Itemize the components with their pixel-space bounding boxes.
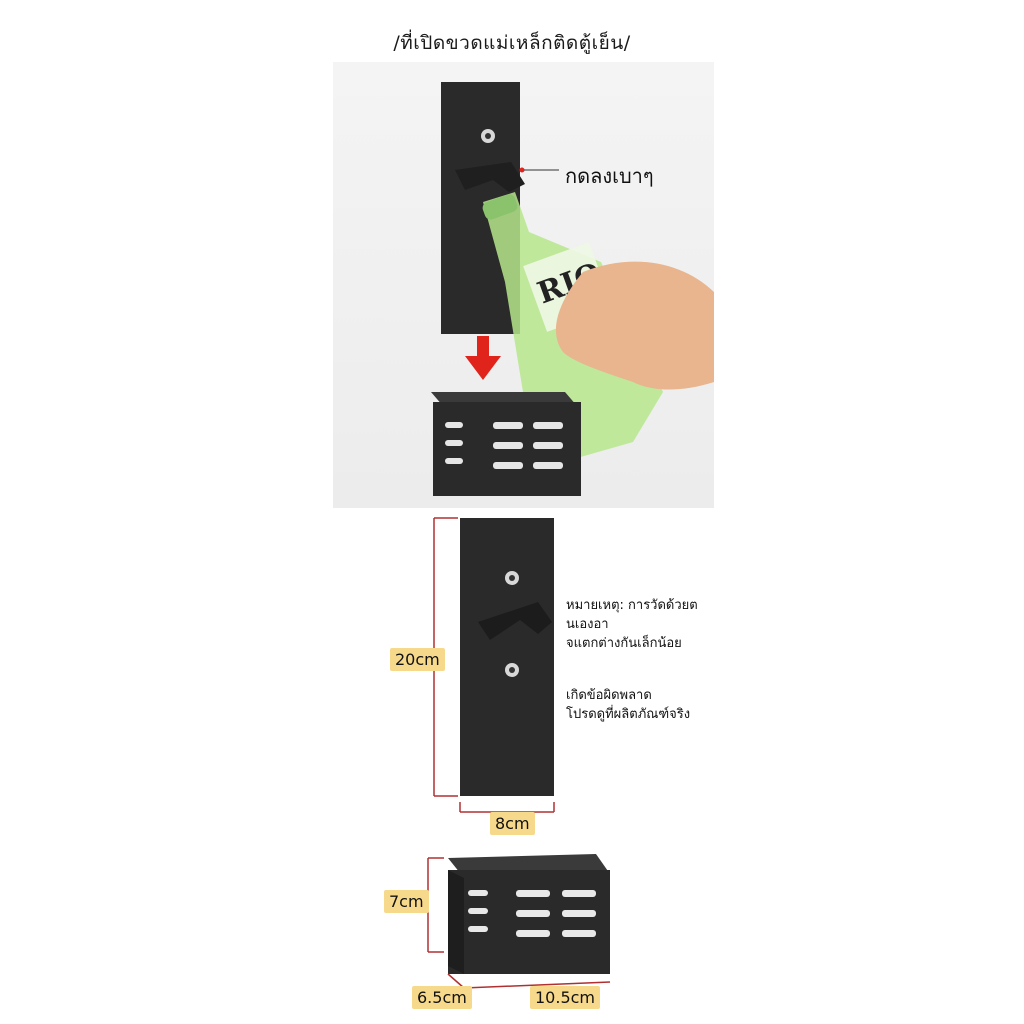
page-title: /ที่เปิดขวดแม่เหล็กติดตู้เย็น/ — [393, 32, 631, 54]
opener-head — [478, 602, 552, 640]
product-photo: RIO — [333, 62, 714, 508]
note-line-4: เกิดข้อผิดพลาด — [566, 688, 652, 703]
cap-box-dimension-illustration — [427, 854, 611, 989]
opener-plate — [460, 518, 554, 796]
note-line-2: นเองอา — [566, 617, 609, 632]
box-height-label: 7cm — [384, 890, 429, 913]
red-arrow — [465, 336, 501, 380]
opener-dimension-illustration — [433, 517, 555, 813]
cap-box-photo — [431, 392, 581, 496]
opener-height-label: 20cm — [390, 648, 445, 671]
note-line-1: หมายเหตุ: การวัดด้วยต — [566, 598, 698, 613]
opener-width-label: 8cm — [490, 812, 535, 835]
note-line-5: โปรดดูที่ผลิตภัณฑ์จริง — [566, 707, 691, 722]
box-depth-label: 6.5cm — [412, 986, 472, 1009]
hand — [555, 261, 714, 390]
note-line-3: จแตกต่างกันเล็กน้อย — [566, 636, 682, 651]
press-point — [519, 167, 525, 173]
usage-illustration: RIO — [431, 82, 714, 496]
box-front — [448, 870, 610, 974]
press-gently-label: กดลงเบาๆ — [565, 164, 654, 188]
box-width-label: 10.5cm — [530, 986, 601, 1009]
opener-head — [455, 162, 525, 192]
